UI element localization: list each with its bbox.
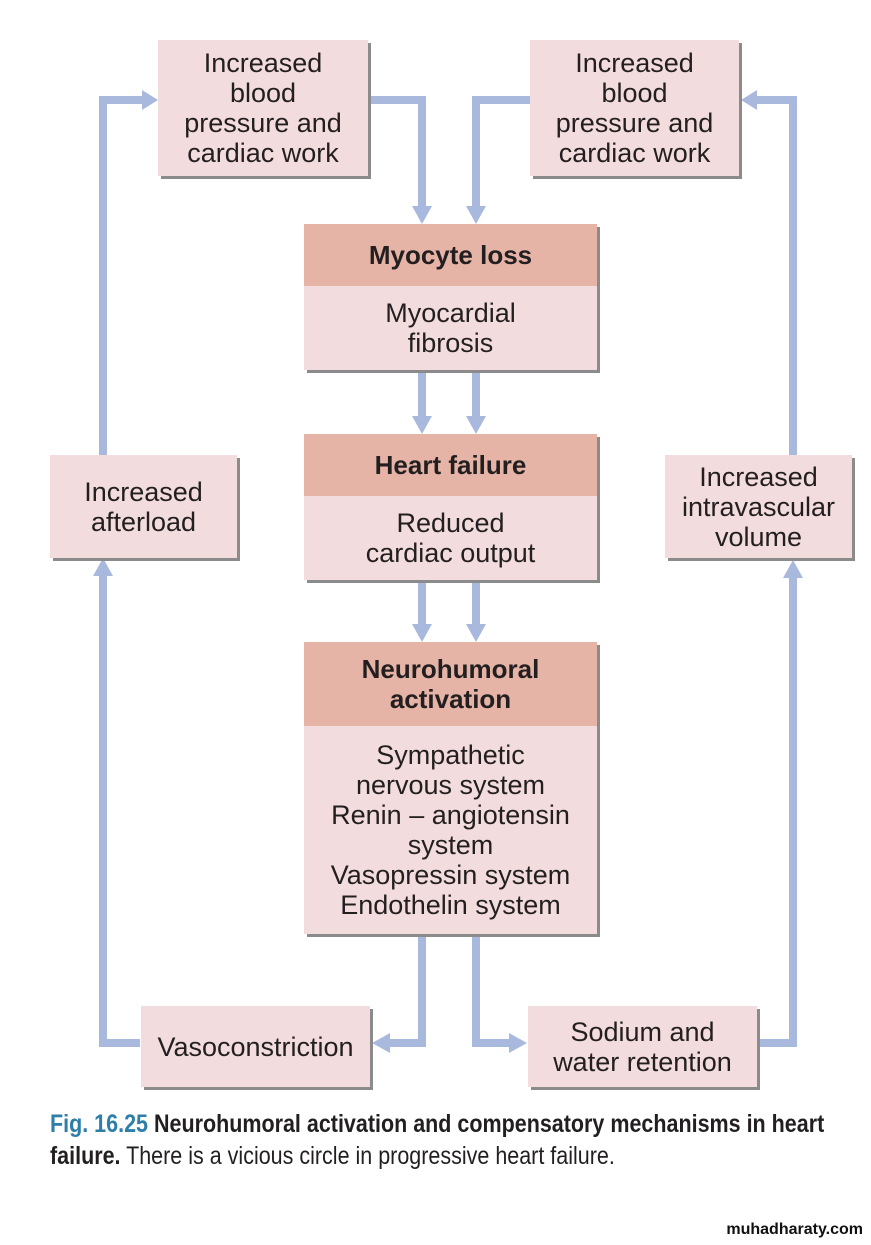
box-increased-afterload: Increased afterload — [50, 455, 237, 558]
box-text: cardiac work — [187, 138, 339, 168]
box-text: Increased — [699, 461, 818, 492]
box-myocyte-loss: Myocyte loss Myocardial fibrosis — [304, 224, 597, 370]
header-text: Neurohumoral — [361, 654, 540, 684]
arrowhead — [412, 206, 432, 224]
arrowhead — [466, 206, 486, 224]
arrow-afterload-to-bp-left — [99, 96, 145, 455]
arrowhead — [741, 90, 757, 110]
box-text: volume — [714, 521, 803, 552]
body-text: system — [407, 830, 494, 860]
box-text: pressure and — [555, 108, 714, 138]
arrowhead — [466, 416, 486, 434]
box-neurohumoral-activation: Neurohumoral activation Sympathetic nerv… — [304, 642, 597, 934]
box-heart-failure: Heart failure Reduced cardiac output — [304, 434, 597, 580]
box-text: blood — [229, 78, 297, 108]
body-text: Renin – angiotensin — [331, 800, 570, 830]
body-text: Myocardial — [385, 298, 516, 328]
box-text: Vasoconstriction — [157, 1031, 354, 1062]
box-body: Reduced cardiac output — [304, 496, 597, 580]
arrow-vasoconstriction-to-afterload — [99, 568, 140, 1047]
arrow-sodium-to-intravascular — [758, 575, 797, 1047]
arrowhead — [372, 1033, 390, 1053]
header-text: Myocyte loss — [368, 240, 533, 270]
body-text: fibrosis — [407, 328, 494, 358]
box-text: Increased — [575, 48, 694, 78]
box-text: Sodium and — [570, 1016, 715, 1047]
body-text: cardiac output — [365, 538, 536, 568]
figure-title: Neurohumoral activation and compensatory… — [50, 1110, 825, 1170]
box-text: afterload — [90, 506, 197, 537]
arrow-bp-left-to-myocyte — [370, 96, 426, 210]
box-increased-intravascular-volume: Increased intravascular volume — [665, 455, 852, 558]
box-text: Increased — [203, 48, 323, 78]
box-text: water retention — [553, 1046, 732, 1077]
site-watermark: muhadharaty.com — [726, 1221, 863, 1238]
box-sodium-water-retention: Sodium and water retention — [528, 1006, 757, 1087]
arrow-nh-to-sodium — [472, 936, 512, 1047]
box-header: Heart failure — [304, 434, 597, 496]
box-body: Sympathetic nervous system Renin – angio… — [304, 726, 597, 934]
arrowhead — [412, 624, 432, 642]
arrow-intravascular-to-bp-right — [755, 96, 797, 455]
arrowhead — [142, 90, 158, 110]
body-text: Sympathetic — [376, 740, 525, 770]
box-increased-bp-left: Increased blood pressure and cardiac wor… — [158, 40, 368, 176]
body-text: Vasopressin system — [330, 860, 571, 890]
body-text: nervous system — [355, 770, 546, 800]
arrowhead — [93, 558, 113, 576]
box-text: blood — [601, 78, 668, 108]
arrow-nh-to-vasoconstriction — [388, 936, 426, 1047]
box-vasoconstriction: Vasoconstriction — [141, 1006, 370, 1087]
header-text: activation — [389, 684, 512, 714]
arrowhead — [412, 416, 432, 434]
arrowhead — [783, 560, 803, 578]
box-text: intravascular — [681, 491, 836, 522]
box-body: Myocardial fibrosis — [304, 286, 597, 370]
figure-number: Fig. 16.25 — [50, 1110, 148, 1138]
header-text: Heart failure — [374, 450, 527, 480]
box-text: cardiac work — [558, 138, 711, 168]
body-text: Endothelin system — [340, 890, 561, 920]
figure-caption: Fig. 16.25 Neurohumoral activation and c… — [50, 1108, 850, 1172]
box-increased-bp-right: Increased blood pressure and cardiac wor… — [530, 40, 739, 176]
box-text: Increased — [84, 476, 203, 507]
box-header: Myocyte loss — [304, 224, 597, 286]
figure-description: There is a vicious circle in progressive… — [126, 1142, 615, 1170]
box-header: Neurohumoral activation — [304, 642, 597, 726]
arrowhead — [466, 624, 486, 642]
box-text: pressure and — [184, 108, 342, 138]
arrowhead — [509, 1033, 527, 1053]
body-text: Reduced — [396, 508, 505, 538]
arrow-bp-right-to-myocyte — [472, 96, 530, 210]
